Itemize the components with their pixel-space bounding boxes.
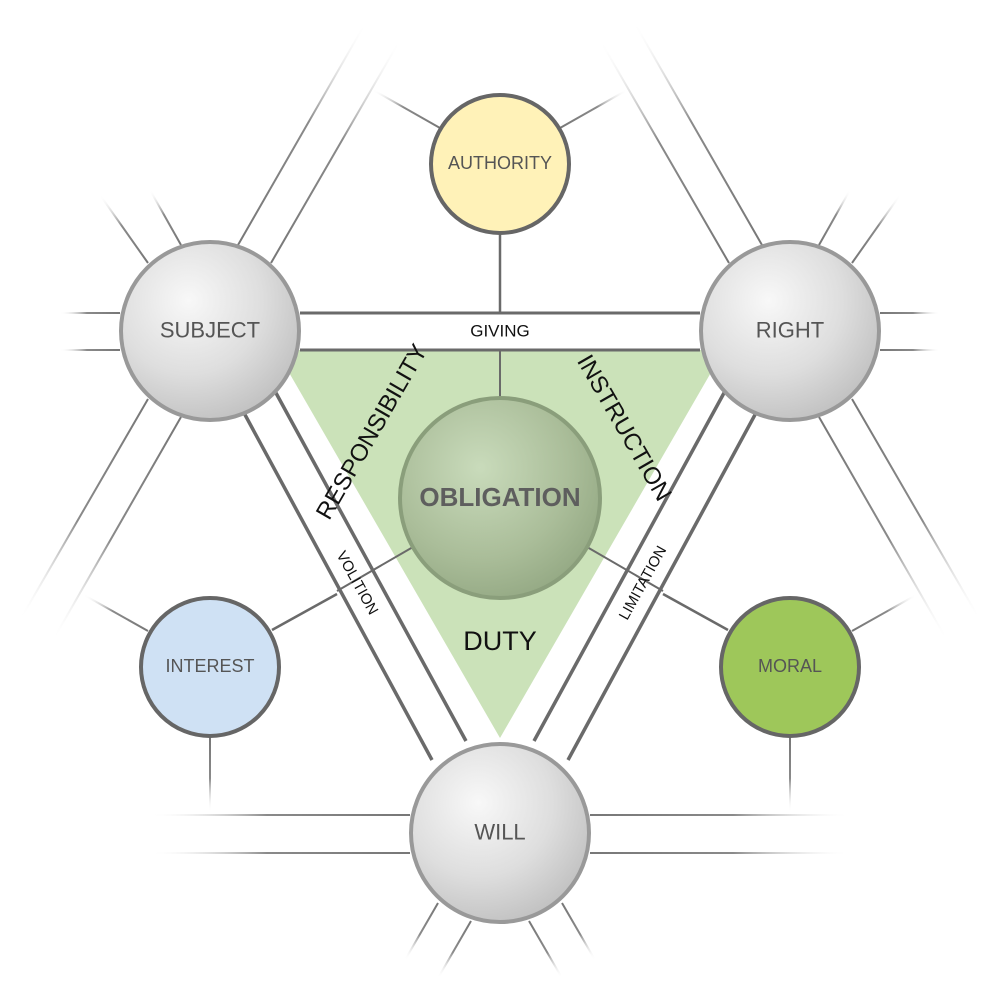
outer-line-right-right-a — [851, 398, 981, 621]
node-will[interactable]: WILL — [409, 742, 591, 924]
outer-line-subject-left-b — [52, 416, 182, 641]
node-moral[interactable]: MORAL — [719, 596, 861, 738]
node-right-label: RIGHT — [756, 318, 824, 343]
label-giving: GIVING — [470, 322, 530, 341]
stub-right-upright-b — [818, 189, 851, 246]
connector-moral-outer — [851, 594, 917, 632]
stub-subject-upleft-b — [149, 189, 182, 246]
band-giving — [300, 311, 700, 352]
outer-line-right-top-b — [599, 39, 730, 264]
label-duty: DUTY — [463, 626, 537, 656]
stub-will-downleft-a — [404, 902, 439, 961]
node-subject-label: SUBJECT — [160, 318, 260, 343]
connector-obligation-volition — [336, 546, 414, 592]
outer-line-right-top-a — [633, 21, 763, 246]
stub-will-downright-a — [561, 902, 596, 961]
stub-right-upright-a — [851, 194, 901, 264]
stub-will-downleft-b — [437, 920, 472, 979]
connector-authority-left — [372, 89, 441, 129]
node-right[interactable]: RIGHT — [699, 240, 881, 422]
band-volition — [235, 381, 468, 761]
outer-connector-lines — [19, 21, 981, 979]
node-interest[interactable]: INTEREST — [139, 596, 281, 738]
connector-obligation-limitation — [586, 546, 664, 592]
outer-line-subject-top-a — [237, 21, 367, 246]
connector-moral-limitation — [662, 592, 729, 632]
connector-authority-right — [559, 89, 628, 129]
node-obligation-label: OBLIGATION — [419, 482, 580, 512]
stub-will-downright-b — [528, 920, 563, 979]
outer-line-subject-top-b — [270, 39, 401, 264]
node-obligation[interactable]: OBLIGATION — [398, 396, 602, 600]
stub-subject-upleft-a — [99, 194, 149, 264]
band-limitation — [532, 381, 765, 761]
outer-line-right-right-b — [818, 416, 948, 641]
node-authority[interactable]: AUTHORITY — [429, 93, 571, 235]
node-subject[interactable]: SUBJECT — [119, 240, 301, 422]
node-will-label: WILL — [474, 820, 525, 845]
node-interest-label: INTEREST — [165, 656, 254, 676]
connector-interest-volition — [271, 592, 338, 632]
outer-line-subject-left-a — [19, 398, 149, 621]
connector-interest-outer — [83, 594, 149, 632]
node-moral-label: MORAL — [758, 656, 822, 676]
label-volition: VOLITION — [333, 548, 382, 617]
node-authority-label: AUTHORITY — [448, 153, 552, 173]
